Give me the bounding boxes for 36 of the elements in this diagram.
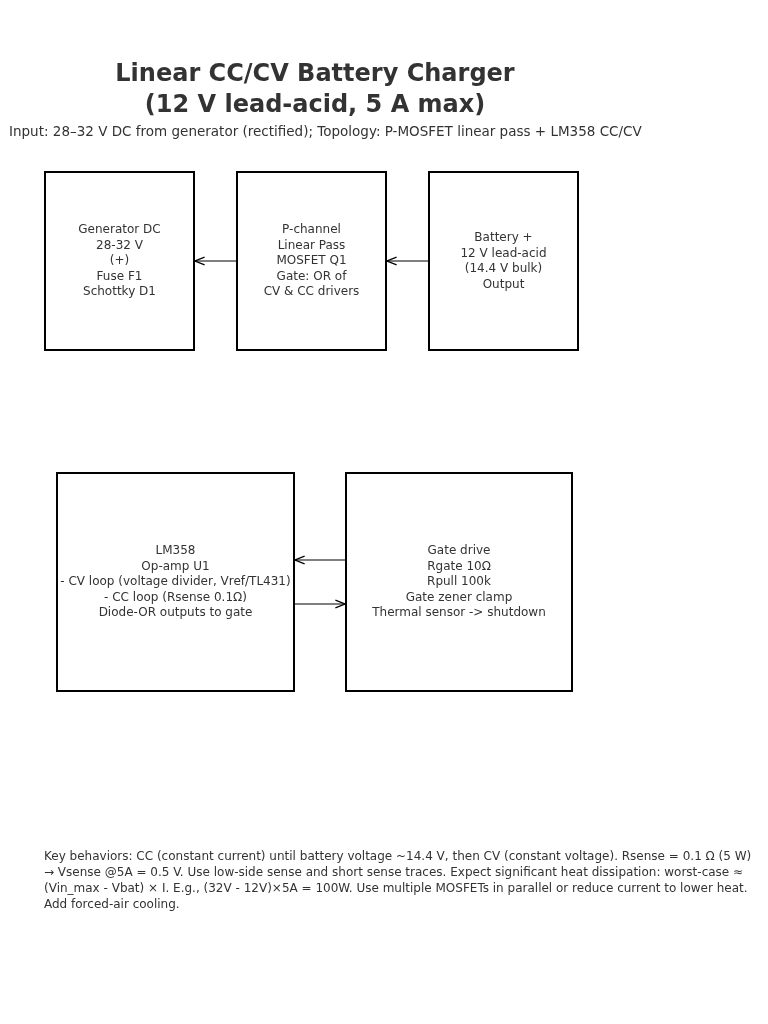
block-box	[345, 472, 573, 692]
box-text: 28-32 V	[96, 237, 143, 254]
block-box	[236, 171, 387, 351]
box-text: CV & CC drivers	[263, 284, 360, 300]
box-text: P-channel	[282, 222, 341, 238]
box-text: (+)	[109, 253, 130, 269]
box-text: Fuse F1	[96, 268, 143, 285]
box-text: Diode-OR outputs to gate	[98, 605, 253, 621]
arrow	[386, 256, 429, 266]
box-text: MOSFET Q1	[276, 253, 347, 269]
subtitle: Input: 28–32 V DC from generator (rectified); Topology: P-MOSFET linear pass + LM358 CC/CV	[9, 122, 642, 141]
box-text: Gate zener clamp	[405, 589, 513, 606]
box-text: (14.4 V bulk)	[464, 261, 543, 277]
box-text: Schottky D1	[83, 284, 156, 300]
block-box	[56, 472, 295, 692]
arrow	[294, 555, 346, 565]
box-text: Linear Pass	[277, 237, 346, 254]
box-text: - CC loop (Rsense 0.1Ω)	[104, 589, 247, 606]
box-text: Gate drive	[427, 543, 491, 559]
block-box	[428, 171, 579, 351]
arrow	[194, 256, 237, 266]
box-text: Rgate 10Ω	[427, 558, 491, 575]
box-text: Thermal sensor -> shutdown	[372, 605, 546, 621]
box-text: 12 V lead-acid	[460, 245, 547, 261]
box-text: - CV loop (voltage divider, Vref/TL431)	[60, 574, 291, 590]
box-text: Generator DC	[78, 222, 161, 238]
box-text: Op-amp U1	[141, 558, 210, 575]
box-text: Output	[482, 276, 525, 292]
box-text: Battery +	[474, 230, 533, 246]
box-text: Gate: OR of	[276, 268, 347, 285]
block-box	[44, 171, 195, 351]
note-text: Key behaviors: CC (constant current) until battery voltage ~14.4 V, then CV (constant voltage). Rsense = 0.1 Ω (5 W) → Vsense @5A = 0.5 V. Use low-side sense and short sense traces. Expect significant heat dissipation: worst-case ≈ (Vin_max - Vbat) × I. E.g., (32V - 12V)×5A = 100W. Use multiple MOSFETs in parallel or reduce current to lower heat. Add forced-air cooling.	[44, 848, 753, 912]
title: Linear CC/CV Battery Charger (12 V lead-acid, 5 A max)	[114, 58, 516, 120]
box-text: LM358	[155, 543, 196, 559]
arrow	[294, 599, 346, 609]
box-text: Rpull 100k	[427, 574, 491, 590]
